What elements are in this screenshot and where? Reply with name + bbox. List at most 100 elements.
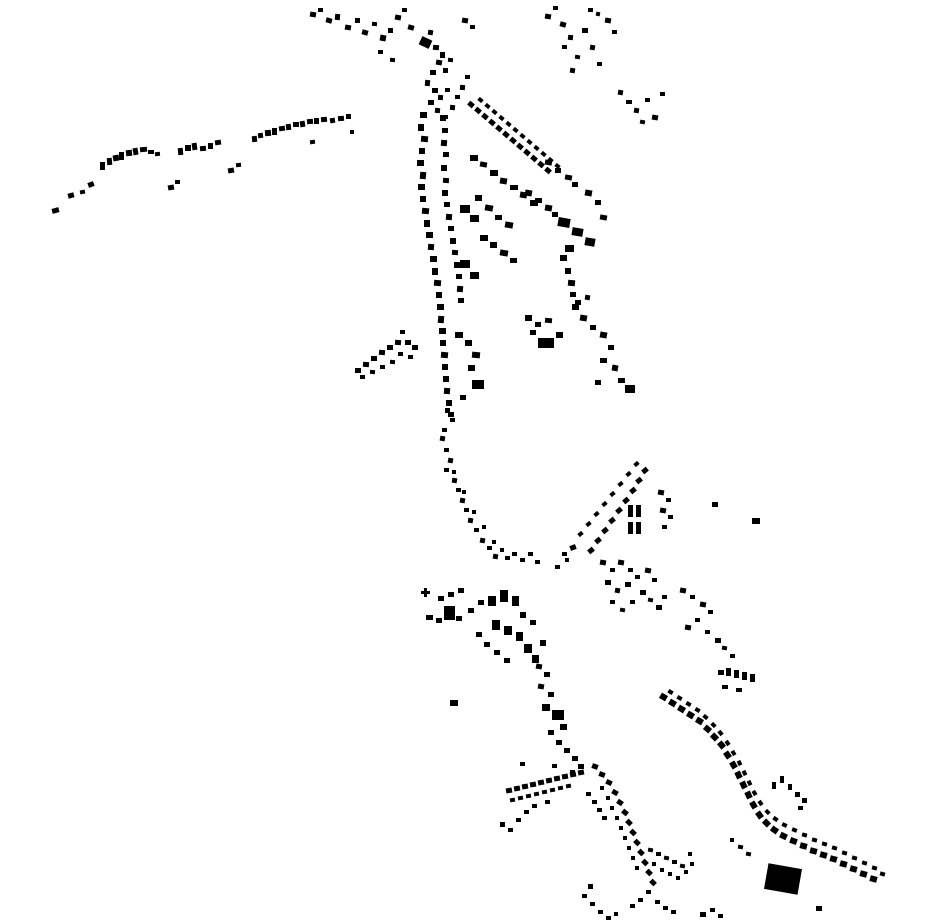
building-footprint — [645, 868, 653, 877]
building-footprint — [510, 185, 518, 190]
building-footprint — [420, 135, 429, 143]
building-footprint — [590, 902, 595, 906]
building-footprint — [462, 490, 466, 494]
building-footprint — [461, 17, 469, 24]
building-footprint — [772, 815, 779, 823]
building-footprint — [344, 24, 352, 31]
building-footprint — [424, 220, 430, 227]
building-footprint — [722, 685, 728, 689]
building-footprint — [450, 418, 455, 422]
building-footprint — [470, 25, 475, 29]
building-footprint — [710, 908, 715, 912]
building-footprint — [361, 29, 369, 36]
building-footprint — [499, 177, 508, 185]
building-footprint — [440, 139, 448, 147]
building-footprint — [586, 792, 591, 796]
building-footprint — [87, 181, 95, 188]
building-footprint — [517, 795, 524, 801]
building-footprint — [504, 626, 512, 635]
building-footprint — [214, 139, 222, 146]
building-footprint — [869, 875, 878, 883]
building-footprint — [626, 100, 632, 104]
building-footprint — [630, 600, 635, 604]
building-footprint — [488, 118, 496, 127]
building-footprint — [851, 855, 858, 861]
building-footprint — [440, 52, 445, 58]
building-footprint — [635, 575, 640, 579]
building-footprint — [481, 112, 489, 121]
building-footprint — [736, 759, 743, 767]
building-footprint — [615, 816, 619, 820]
building-footprint — [599, 214, 608, 221]
building-footprint — [572, 756, 578, 761]
building-footprint — [191, 142, 198, 151]
building-footprint — [605, 778, 613, 787]
building-footprint — [617, 559, 625, 566]
building-footprint — [555, 168, 561, 173]
building-footprint — [500, 548, 504, 552]
building-footprint — [652, 862, 656, 866]
building-footprint — [309, 11, 317, 18]
building-footprint — [500, 590, 508, 602]
building-footprint — [470, 155, 478, 161]
building-footprint — [278, 125, 286, 132]
building-footprint — [685, 710, 696, 720]
building-footprint — [663, 855, 670, 861]
building-footprint — [750, 674, 755, 682]
building-footprint — [535, 560, 540, 564]
building-footprint — [479, 161, 488, 168]
building-footprint — [394, 14, 402, 21]
building-footprint — [400, 330, 405, 334]
building-footprint — [628, 568, 633, 572]
building-footprint — [468, 608, 474, 613]
building-footprint — [658, 692, 669, 702]
building-footprint — [798, 806, 803, 810]
building-footprint — [606, 796, 610, 800]
building-footprint — [447, 457, 454, 464]
building-footprint — [629, 828, 637, 837]
building-footprint — [811, 837, 818, 843]
building-footprint — [442, 428, 447, 432]
building-footprint — [645, 98, 650, 102]
building-footprint — [694, 707, 701, 713]
building-footprint — [447, 57, 454, 63]
building-footprint — [621, 808, 629, 817]
building-footprint — [741, 769, 748, 777]
building-footprint — [378, 50, 383, 54]
building-footprint — [569, 67, 576, 74]
building-footprint — [569, 771, 577, 778]
building-footprint — [532, 804, 537, 808]
building-footprint — [79, 189, 86, 195]
building-footprint — [668, 872, 672, 876]
building-footprint — [667, 689, 674, 695]
building-footprint — [544, 317, 553, 324]
building-footprint — [570, 292, 576, 297]
building-footprint — [492, 540, 496, 544]
building-footprint — [575, 300, 581, 305]
building-footprint — [599, 559, 607, 566]
building-footprint — [545, 777, 553, 784]
building-footprint — [718, 670, 724, 675]
building-footprint — [584, 237, 596, 247]
building-footprint — [751, 789, 758, 797]
building-footprint — [641, 466, 649, 475]
building-footprint — [655, 900, 660, 904]
building-footprint — [526, 138, 533, 146]
building-footprint — [789, 836, 798, 846]
building-footprint — [638, 898, 643, 902]
building-footprint — [421, 591, 430, 594]
building-footprint — [442, 177, 450, 184]
building-footprint — [629, 486, 637, 495]
building-footprint — [557, 217, 571, 228]
building-footprint — [849, 865, 858, 873]
building-footprint — [641, 858, 649, 867]
building-footprint — [516, 818, 521, 822]
building-footprint — [537, 683, 545, 690]
building-footprint — [520, 558, 525, 562]
building-footprint — [548, 692, 554, 697]
building-footprint — [516, 632, 523, 641]
building-footprint — [51, 207, 60, 214]
building-footprint — [684, 870, 688, 874]
building-footprint — [611, 364, 619, 372]
building-footprint — [487, 546, 492, 550]
